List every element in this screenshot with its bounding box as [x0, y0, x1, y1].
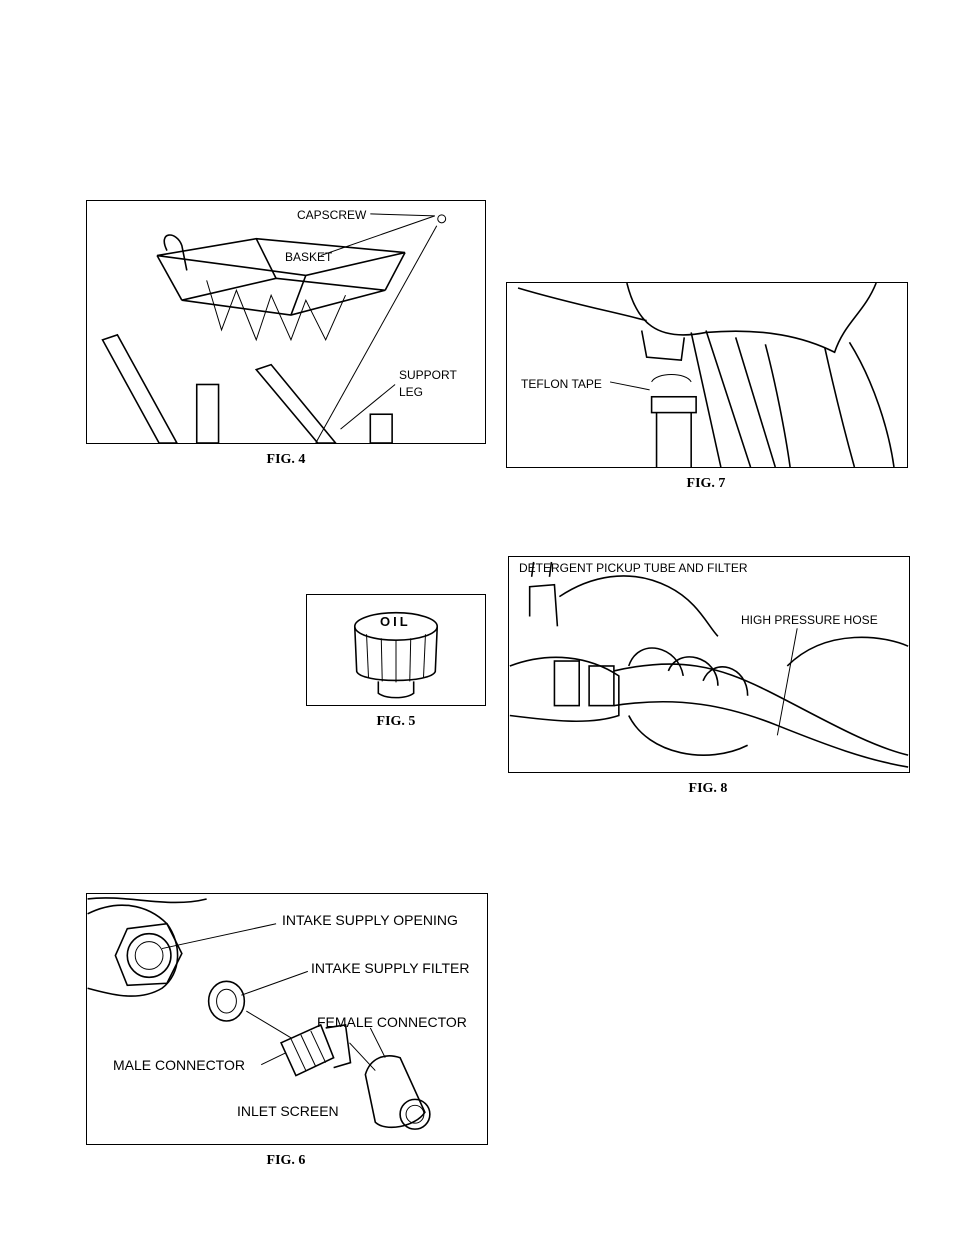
figure-5-caption: FIG. 5	[346, 714, 446, 730]
inlet-screen-label: INLET SCREEN	[237, 1104, 339, 1118]
figure-8-caption: FIG. 8	[658, 781, 758, 797]
basket-illustration	[87, 201, 485, 443]
intake-supply-opening-label: INTAKE SUPPLY OPENING	[282, 913, 458, 927]
intake-supply-filter-label: INTAKE SUPPLY FILTER	[311, 961, 469, 975]
teflon-tape-illustration	[507, 283, 907, 467]
detergent-hose-illustration	[509, 557, 909, 772]
oil-cap-illustration	[307, 595, 485, 705]
high-pressure-hose-label: HIGH PRESSURE HOSE	[741, 614, 878, 626]
basket-label: BASKET	[285, 251, 332, 263]
figure-4-caption: FIG. 4	[236, 452, 336, 468]
male-connector-label: MALE CONNECTOR	[113, 1058, 245, 1072]
figure-7-teflon-tape: TEFLON TAPE	[506, 282, 908, 468]
capscrew-label: CAPSCREW	[297, 209, 366, 221]
figure-6-caption: FIG. 6	[236, 1153, 336, 1169]
figure-8-detergent-hose: DETERGENT PICKUP TUBE AND FILTER HIGH PR…	[508, 556, 910, 773]
figure-6-intake-connectors: INTAKE SUPPLY OPENING INTAKE SUPPLY FILT…	[86, 893, 488, 1145]
detergent-tube-label: DETERGENT PICKUP TUBE AND FILTER	[519, 562, 748, 574]
support-leg-label-line1: SUPPORT	[399, 369, 457, 381]
support-leg-label-line2: LEG	[399, 386, 423, 398]
figure-4-basket-assembly: CAPSCREW BASKET SUPPORT LEG	[86, 200, 486, 444]
figure-7-caption: FIG. 7	[656, 476, 756, 492]
oil-cap-text: OIL	[380, 615, 411, 628]
female-connector-label: FEMALE CONNECTOR	[317, 1015, 467, 1029]
figure-5-oil-cap: OIL	[306, 594, 486, 706]
teflon-tape-label: TEFLON TAPE	[521, 378, 602, 390]
